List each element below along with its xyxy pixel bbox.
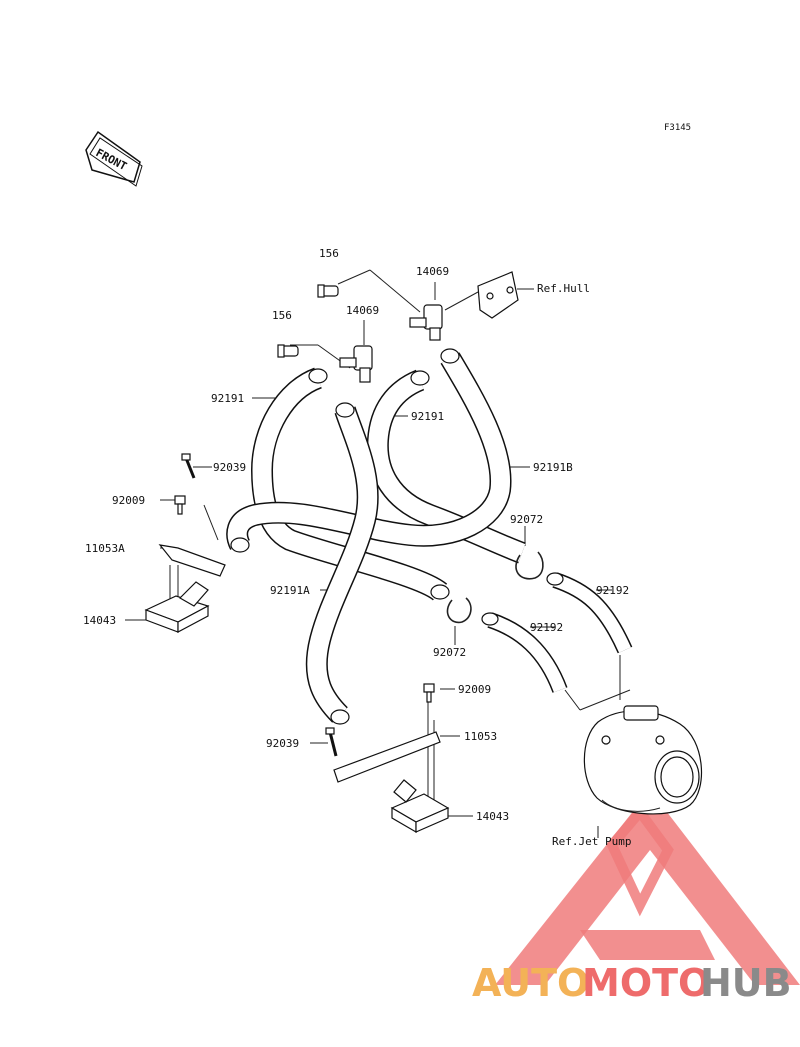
watermark-text-auto: AUTO <box>472 961 589 1005</box>
fitting-14069-top[interactable] <box>409 304 443 341</box>
filter-14043-lower[interactable] <box>390 779 450 834</box>
label-pipe-92192-center: 92192 <box>530 621 563 634</box>
label-filter-14043-upper: 14043 <box>83 614 116 627</box>
label-pipe-92192-right: 92192 <box>596 584 629 597</box>
screw-92009-lower[interactable] <box>423 683 435 703</box>
label-fitting-14069-top: 14069 <box>416 265 449 278</box>
label-hose-92191B: 92191B <box>533 461 573 474</box>
label-screw-92009-upper: 92009 <box>112 494 145 507</box>
label-fitting-14069-mid: 14069 <box>346 304 379 317</box>
bolt-156-top[interactable] <box>317 284 339 298</box>
label-ref-hull: Ref.Hull <box>537 282 590 295</box>
screw-92009-upper[interactable] <box>174 495 186 515</box>
label-hose-92191-left: 92191 <box>211 392 244 405</box>
label-clamp-92072-center: 92072 <box>433 646 466 659</box>
fitting-14069-mid[interactable] <box>339 345 373 383</box>
label-clamp-92072-right: 92072 <box>510 513 543 526</box>
label-bolt-156-mid: 156 <box>272 309 292 322</box>
diagram-code: F3145 <box>664 123 691 133</box>
bracket-11053A[interactable] <box>158 544 226 577</box>
hose-92191-center[interactable] <box>366 369 526 564</box>
watermark-text-hub: HUB <box>700 961 792 1005</box>
filter-14043-upper[interactable] <box>144 581 210 633</box>
label-bracket-11053A: 11053A <box>85 542 125 555</box>
label-filter-14043-lower: 14043 <box>476 810 509 823</box>
watermark-text-moto: MOTO <box>582 961 710 1005</box>
label-hose-92191A: 92191A <box>270 584 310 597</box>
hull-bracket[interactable] <box>477 271 519 319</box>
hose-92191A[interactable] <box>305 402 379 725</box>
clamp-pin-92039-upper[interactable] <box>181 453 196 479</box>
label-clamp-pin-92039-upper: 92039 <box>213 461 246 474</box>
watermark-logo: AUTO MOTO HUB <box>472 790 800 1005</box>
hose-92191B[interactable] <box>226 348 512 553</box>
pipe-92192-right[interactable] <box>546 572 633 654</box>
bolt-156-mid[interactable] <box>277 344 299 358</box>
label-screw-92009-lower: 92009 <box>458 683 491 696</box>
clamp-pin-92039-lower[interactable] <box>325 727 338 757</box>
leader-lines <box>125 269 631 838</box>
jet-pump-housing[interactable] <box>583 705 703 815</box>
label-bracket-11053: 11053 <box>464 730 497 743</box>
clamp-92072-center[interactable] <box>446 597 472 624</box>
label-hose-92191-center: 92191 <box>411 410 444 423</box>
front-arrow-icon: FRONT <box>85 130 143 187</box>
clamp-92072-right[interactable] <box>515 551 544 580</box>
label-clamp-pin-92039-lower: 92039 <box>266 737 299 750</box>
label-bolt-156-top: 156 <box>319 247 339 260</box>
pipe-92192-center[interactable] <box>481 612 568 693</box>
label-ref-jet-pump: Ref.Jet Pump <box>552 835 631 848</box>
bracket-11053[interactable] <box>333 731 441 783</box>
